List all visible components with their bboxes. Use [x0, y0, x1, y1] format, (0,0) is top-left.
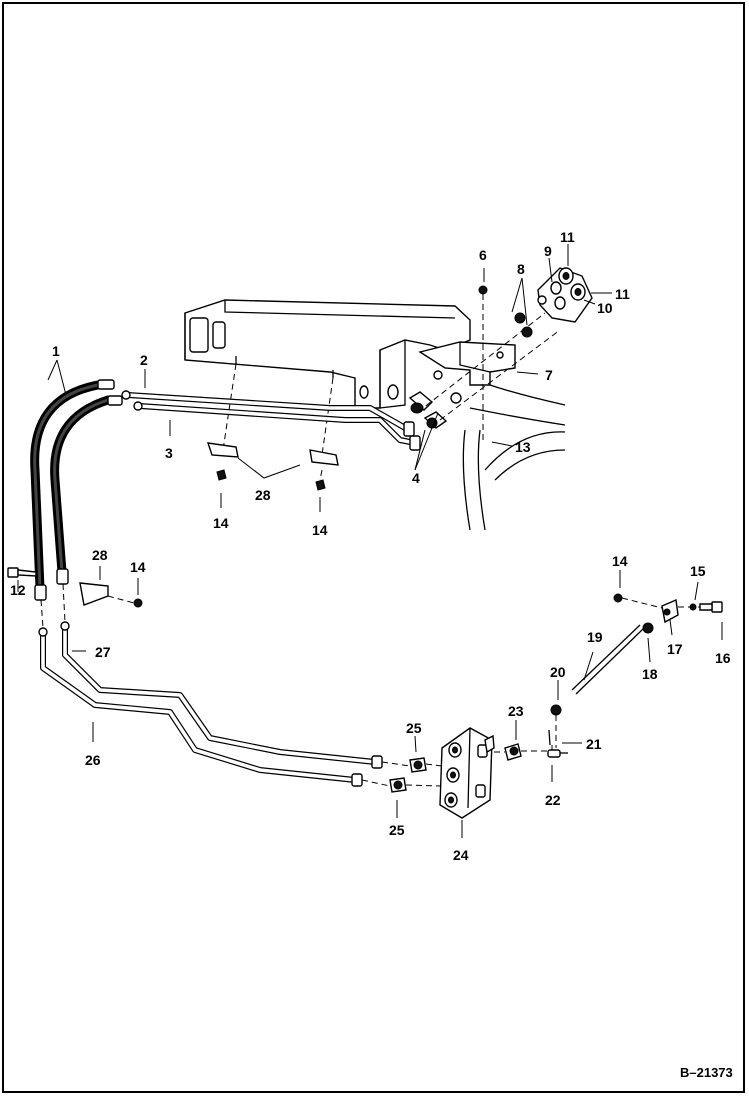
label-7: 7: [545, 367, 553, 383]
label-9: 9: [544, 243, 552, 259]
control-valve-24: [439, 727, 495, 819]
label-12: 12: [10, 582, 26, 598]
label-23: 23: [508, 703, 524, 719]
label-4: 4: [412, 470, 420, 486]
label-16: 16: [715, 650, 731, 666]
label-3: 3: [165, 445, 173, 461]
label-22: 22: [545, 792, 561, 808]
label-13: 13: [515, 439, 531, 455]
label-25b: 25: [389, 822, 405, 838]
label-2: 2: [140, 352, 148, 368]
label-6: 6: [479, 247, 487, 263]
hoses-1: [30, 379, 123, 601]
linkage-rod: [571, 593, 723, 695]
bolt-12: [7, 567, 37, 578]
label-8: 8: [517, 261, 525, 277]
label-27: 27: [95, 644, 111, 660]
bracket-7: [418, 341, 516, 386]
label-14d: 14: [612, 553, 628, 569]
leader-lines: [17, 244, 723, 838]
label-18: 18: [642, 666, 658, 682]
mounting-frame: [184, 299, 471, 409]
spool-linkage: [494, 704, 568, 761]
label-19: 19: [587, 629, 603, 645]
label-20: 20: [550, 664, 566, 680]
label-11a: 11: [560, 229, 575, 245]
label-14c: 14: [130, 559, 146, 575]
label-24: 24: [453, 847, 469, 863]
clamps-28: [79, 442, 339, 608]
label-28a: 28: [255, 487, 271, 503]
figure-number: B–21373: [680, 1065, 733, 1080]
valve-plate: [537, 267, 593, 323]
label-10: 10: [597, 300, 613, 316]
label-1: 1: [52, 343, 60, 359]
part-labels: 1 2 3 4 6 7 8 9 10 11 11 12 13 14 14 14 …: [10, 229, 731, 863]
body-outline: [462, 384, 566, 531]
upper-tubes: [121, 390, 421, 451]
assembly-lines-upper: [220, 294, 561, 481]
label-26: 26: [85, 752, 101, 768]
label-14a: 14: [213, 515, 229, 531]
label-11b: 11: [615, 286, 630, 302]
label-25a: 25: [406, 720, 422, 736]
lower-tubes: [38, 583, 411, 787]
fittings-25: [389, 757, 443, 793]
label-17: 17: [667, 641, 683, 657]
label-28b: 28: [92, 547, 108, 563]
label-21: 21: [586, 736, 602, 752]
label-15: 15: [690, 563, 706, 579]
label-14b: 14: [312, 522, 328, 538]
